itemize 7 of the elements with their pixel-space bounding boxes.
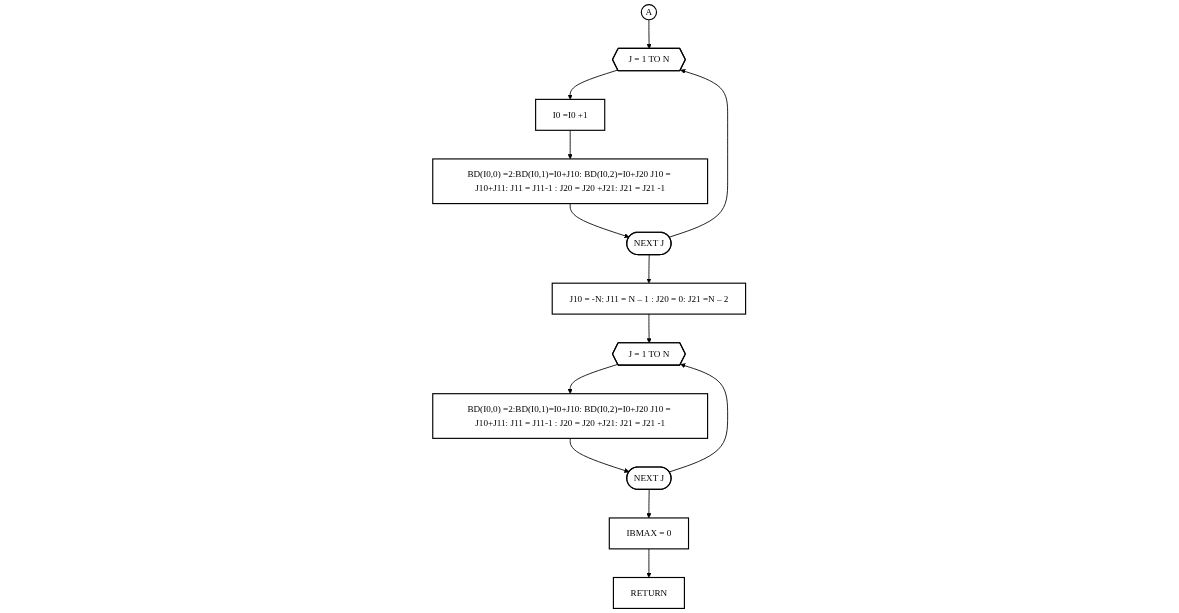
node-box: IBMAX = 0 <box>609 517 690 550</box>
node-box: RETURN <box>613 576 686 609</box>
node-box: J10 = -N: J11 = N – 1 : J20 = 0: J21 =N – 2 <box>551 282 747 315</box>
node-box: BD(I0,0) =2:BD(I0,1)=I0+J10: BD(I0,2)=I0+J20 J10 = J10+J11: J11 = J11-1 : J20 = J20 +J21: J21 = J21 -1 <box>432 393 709 439</box>
node-box: BD(I0,0) =2:BD(I0,1)=I0+J10: BD(I0,2)=I0+J20 J10 = J10+J11: J11 = J11-1 : J20 = J20 +J21: J21 = J21 -1 <box>432 158 709 205</box>
node-box: I0 =I0 +1 <box>535 98 606 131</box>
node-circle: A <box>641 4 658 21</box>
